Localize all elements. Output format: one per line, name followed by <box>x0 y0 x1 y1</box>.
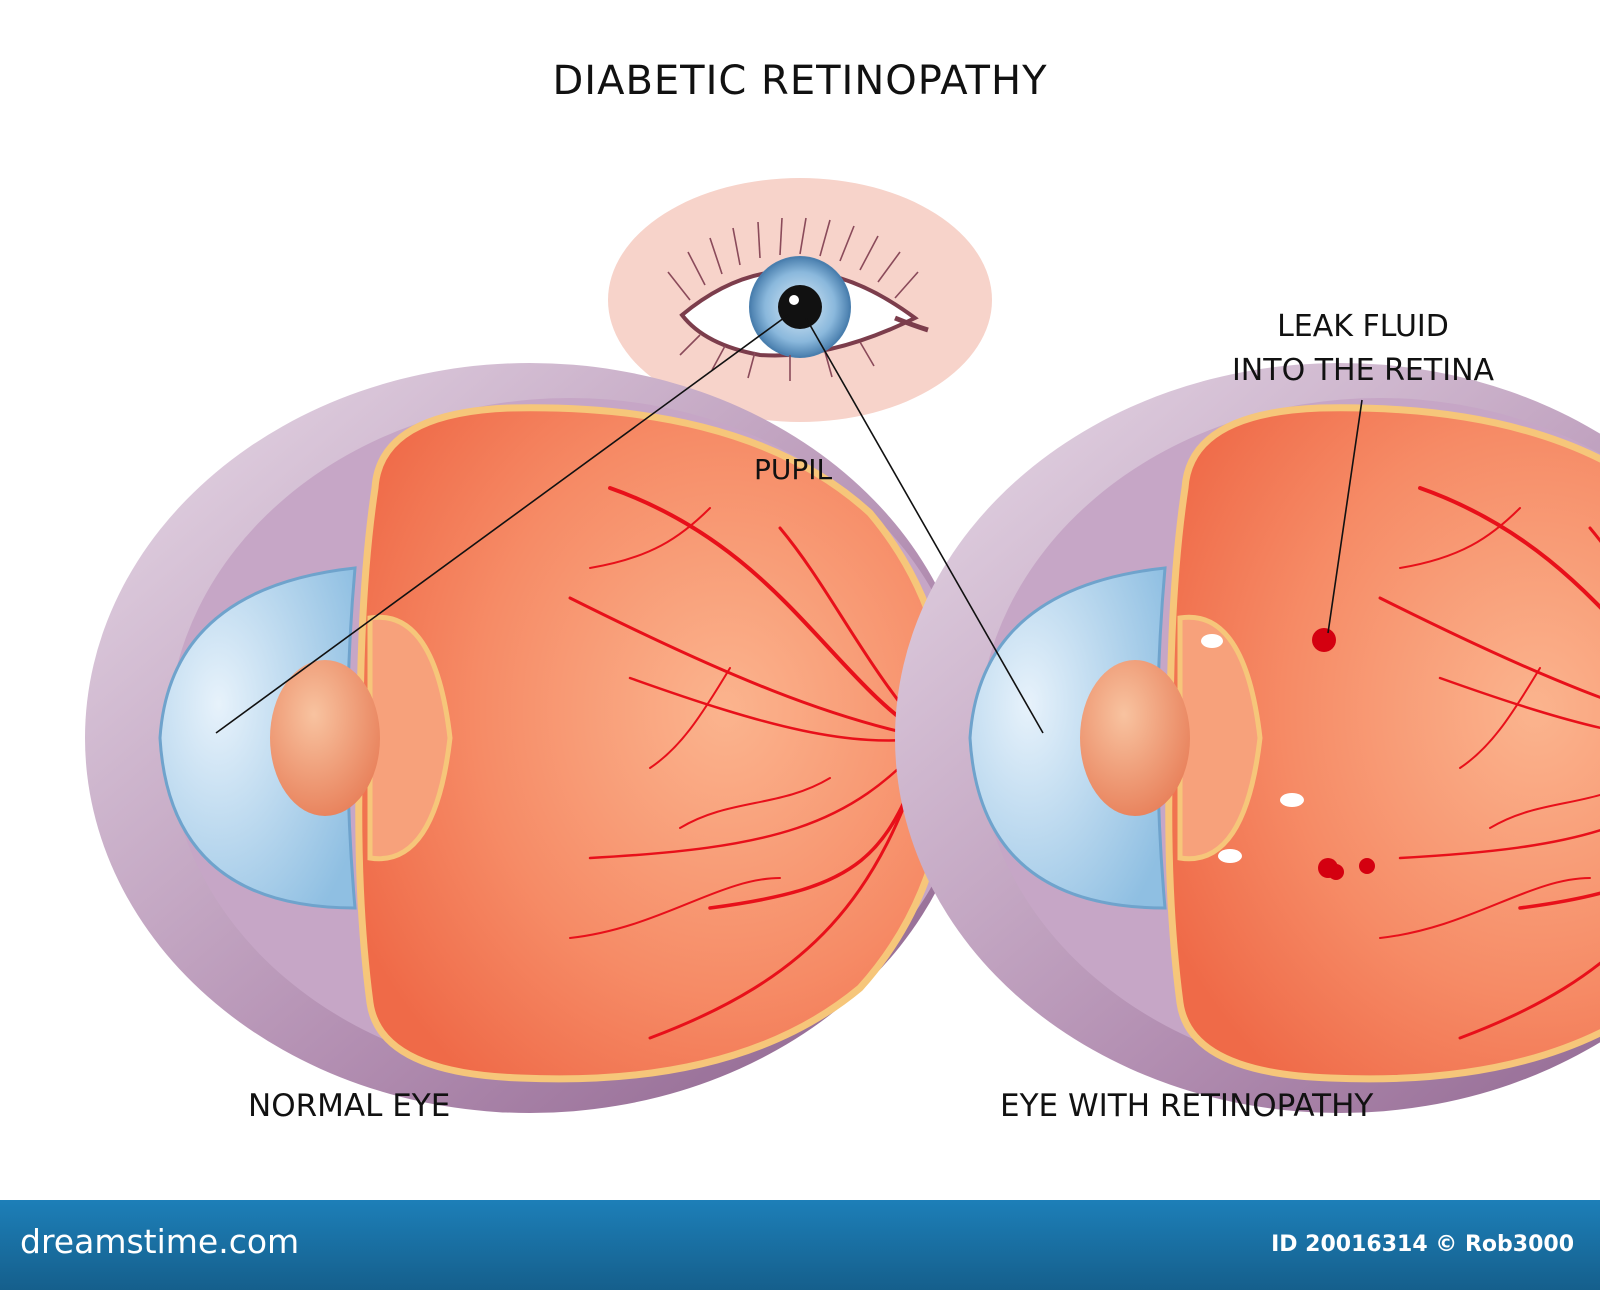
lesions <box>1201 628 1375 880</box>
retinopathy-eye-label: EYE WITH RETINOPATHY <box>1000 1088 1374 1124</box>
normal-eye-label: NORMAL EYE <box>248 1088 451 1124</box>
diagram-artwork <box>0 178 1600 1200</box>
leak-fluid-label-line2: INTO THE RETINA <box>1231 353 1495 388</box>
diagram-title: DIABETIC RETINOPATHY <box>552 58 1048 104</box>
external-eye <box>608 178 992 422</box>
leak-fluid-label-line1: LEAK FLUID <box>1277 309 1449 344</box>
footer-brand: dreamstime.com <box>20 1222 300 1261</box>
pupil-label: PUPIL <box>754 453 833 486</box>
leak-fluid-label: LEAK FLUID INTO THE RETINA <box>1198 305 1528 393</box>
footer-bar: dreamstime.com ID 20016314 © Rob3000 <box>0 1200 1600 1290</box>
retinopathy-eye-cross-section <box>895 363 1600 1113</box>
leader-lines <box>215 314 1363 734</box>
footer-credit: ID 20016314 © Rob3000 <box>1271 1232 1574 1257</box>
